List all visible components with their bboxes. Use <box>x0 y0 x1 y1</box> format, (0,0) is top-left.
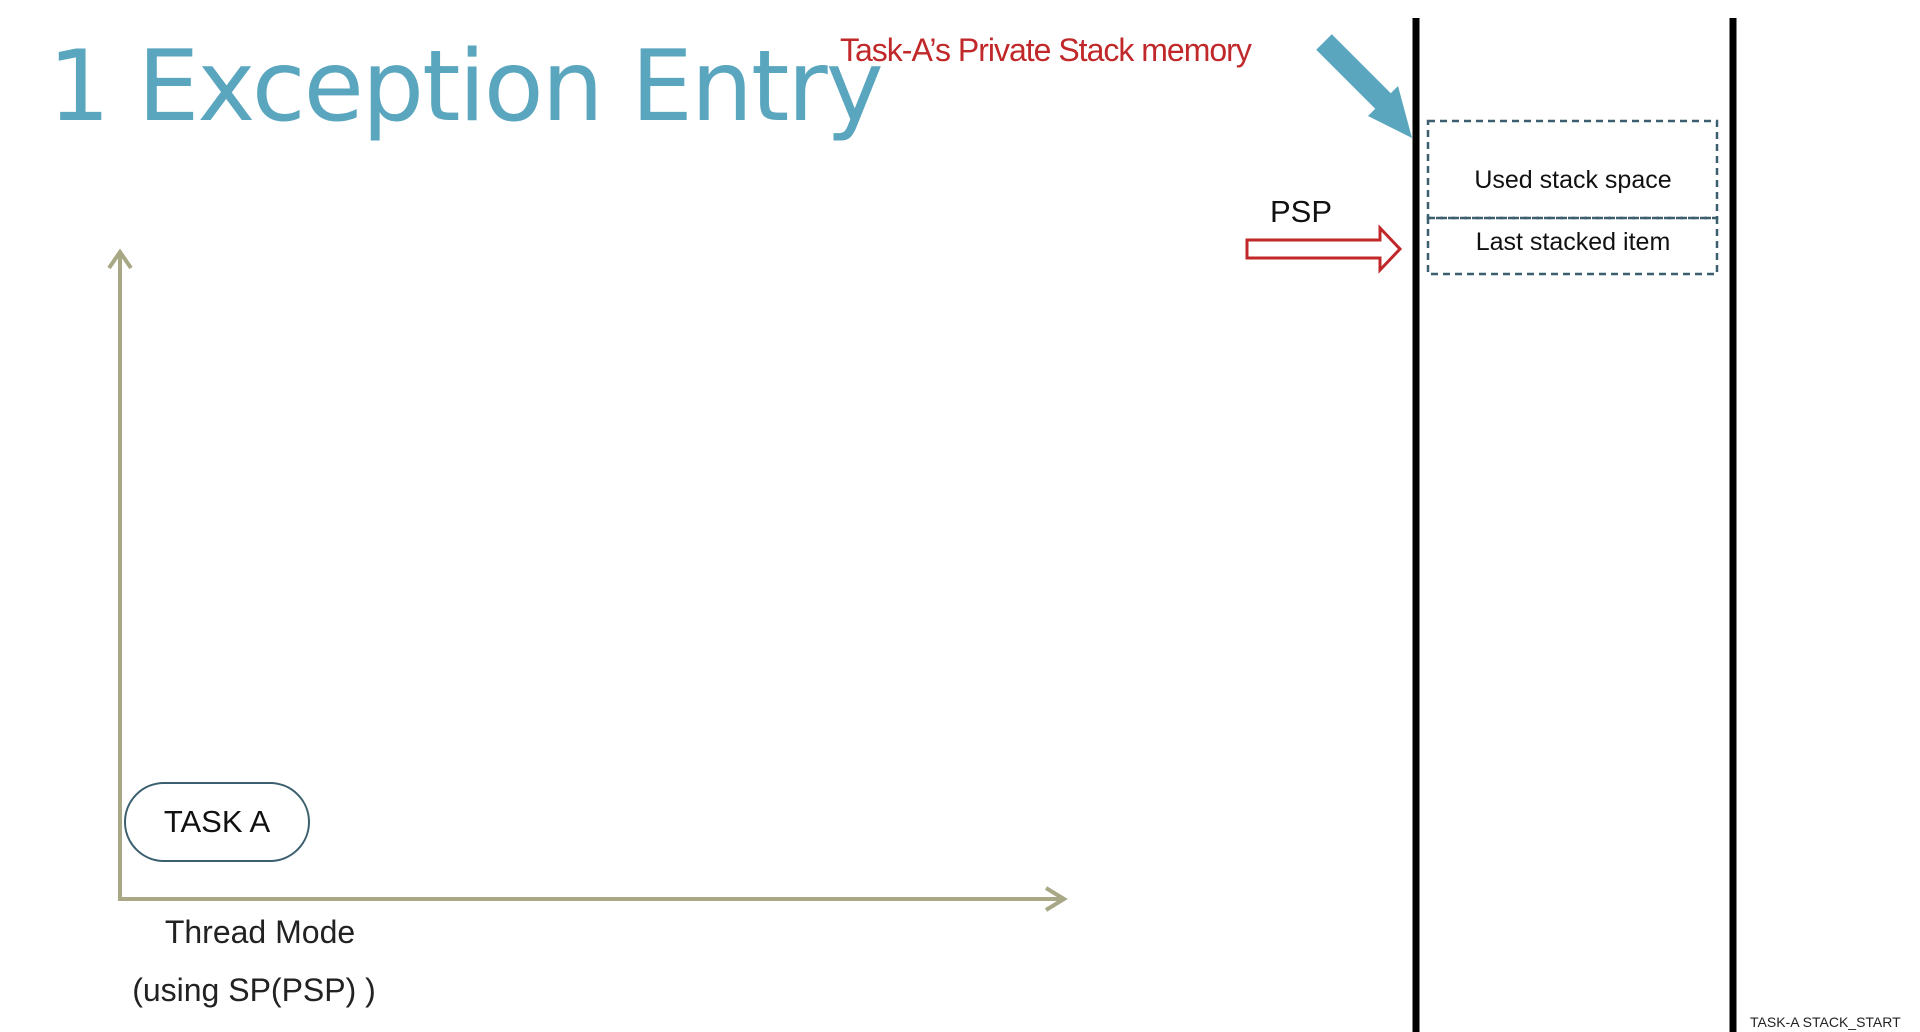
y-axis-arrowhead <box>107 248 133 270</box>
task-a-pill: TASK A <box>124 782 310 862</box>
stack-start-label: TASK-A STACK_START <box>1750 1014 1901 1030</box>
x-axis-arrowhead <box>1044 886 1068 912</box>
arrow-right-icon <box>1245 224 1403 274</box>
thread-mode-label: Thread Mode <box>164 914 356 950</box>
used-stack-label: Used stack space <box>1474 166 1672 194</box>
last-stacked-label: Last stacked item <box>1475 228 1671 256</box>
arrow-down-right-icon <box>1316 34 1412 138</box>
sp-mode-label: (using SP(PSP) ) <box>132 972 376 1008</box>
task-a-label: TASK A <box>163 804 271 839</box>
psp-label: PSP <box>1270 194 1333 229</box>
page-title: 1 Exception Entry <box>48 30 884 144</box>
last-stacked-block <box>1426 216 1719 276</box>
stack-memory-label: Task-A’s Private Stack memory <box>840 32 1252 68</box>
